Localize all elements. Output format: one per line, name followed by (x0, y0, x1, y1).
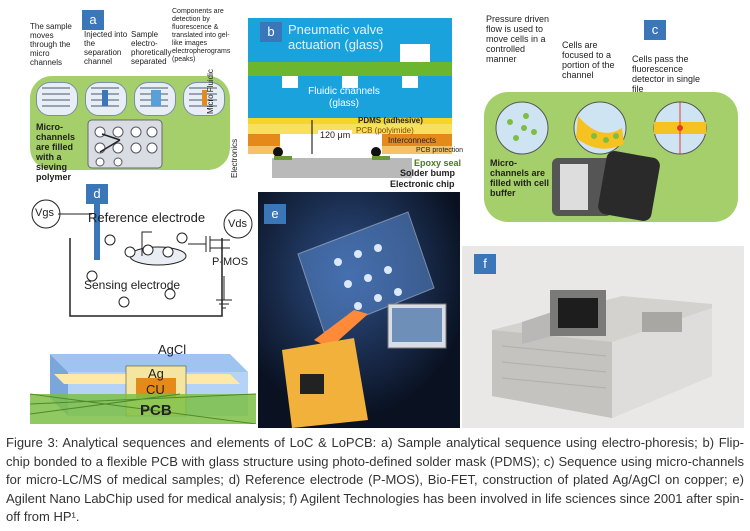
panel-b-layer-pcb: PCB (polyimide) (356, 126, 414, 135)
panel-c: Pressure driven flow is used to move cel… (482, 10, 744, 222)
panel-c-step-1: Pressure driven flow is used to move cel… (486, 14, 550, 64)
panel-c-circles (495, 101, 707, 221)
panel-b-tag: b (260, 22, 282, 42)
panel-f-photo (462, 246, 744, 428)
panel-b-chip: Electronic chip (390, 179, 455, 189)
panel-a-note: Micro-channels are filled with a sieving… (36, 122, 76, 182)
panel-a: a The sample moves through the micro cha… (30, 8, 230, 182)
panel-c-note: Micro-channels are filled with cell buff… (490, 158, 550, 198)
panel-d-pcb: PCB (140, 402, 172, 419)
panel-d-diagram (30, 199, 256, 424)
panel-c-step-3: Cells pass the fluorescence detector in … (632, 54, 701, 94)
panel-b-bump: Solder bump (400, 168, 456, 178)
panel-d-vds: Vds (228, 218, 247, 230)
panel-e-tag: e (264, 204, 286, 224)
panel-d: d Vgs Vds Reference electrode P-MOS Sens… (30, 180, 256, 424)
panel-b-title: Pneumatic valve actuation (glass) (288, 22, 384, 52)
panel-d-vgs: Vgs (35, 207, 54, 219)
figure-caption: Figure 3: Analytical sequences and eleme… (6, 435, 744, 525)
panel-d-reference: Reference electrode (88, 210, 206, 225)
panel-d-agcl: AgCl (158, 342, 187, 357)
panel-f: f (462, 246, 744, 428)
panel-b-epoxy: Epoxy seal (414, 158, 462, 168)
panel-a-tag: a (82, 10, 104, 30)
panel-d-tag: d (86, 184, 108, 204)
panel-b-layer-protection: PCB protection (416, 147, 464, 154)
panel-d-pmos: P-MOS (212, 256, 249, 268)
panel-d-ag: Ag (148, 366, 164, 381)
panel-c-tag: c (644, 20, 666, 40)
panel-a-step-1: The sample moves through the micro chann… (30, 22, 72, 67)
panel-b-side-top: Micro Fluidic (206, 69, 215, 114)
panel-d-cu: CU (146, 382, 165, 397)
panel-d-sensing: Sensing electrode (84, 278, 181, 292)
panel-b-dimension: 120 μm (318, 130, 353, 140)
panel-c-step-2: Cells are focused to a portion of the ch… (562, 40, 615, 80)
panel-a-step-4: Components are detection by fluorescence… (172, 8, 231, 63)
panel-b-fluidic: Fluidic channels (glass) (308, 86, 380, 109)
panel-e: e (258, 192, 460, 428)
panel-b-layer-pdms: PDMS (adhesive) (358, 116, 423, 125)
panel-a-step-2: Injected into the separation channel (84, 30, 128, 66)
panel-b: Micro Fluidic Electronics b Pneumatic va… (206, 8, 492, 196)
panel-a-chip-lines (42, 87, 217, 169)
panel-b-layer-interconnects: Interconnects (388, 136, 437, 145)
panel-b-diagram (248, 18, 452, 178)
panel-a-step-3: Sample electro-phoretically separated (131, 30, 172, 66)
panel-f-tag: f (474, 254, 496, 274)
panel-e-photo (258, 192, 460, 428)
